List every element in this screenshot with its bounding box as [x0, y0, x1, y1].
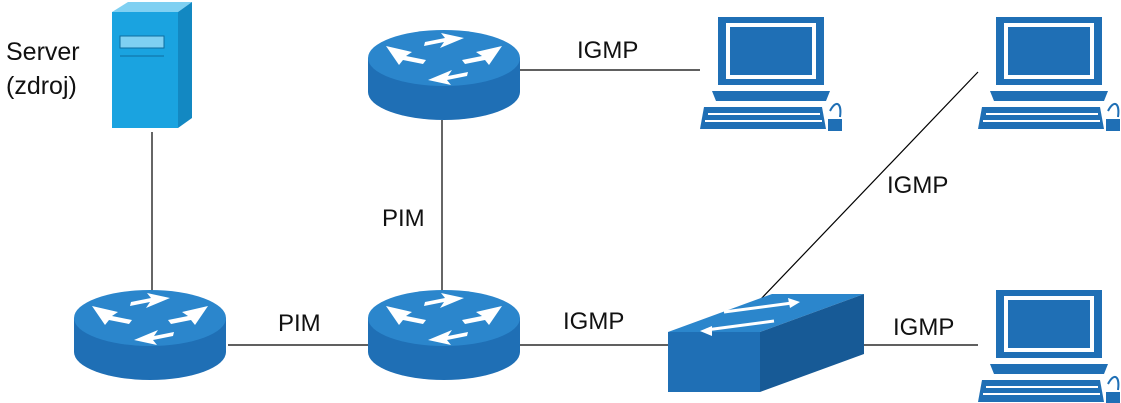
- left-router-icon: [74, 290, 226, 380]
- label-igmp-switch-pc-top: IGMP: [887, 172, 949, 199]
- computer-icon-bottom-right: [977, 289, 1121, 403]
- top-router-icon: [368, 30, 520, 120]
- center-router-icon: [368, 290, 520, 380]
- server-label-line1: Server: [6, 38, 80, 66]
- label-igmp-switch-pc-right: IGMP: [893, 314, 955, 341]
- label-pim-horizontal: PIM: [278, 310, 321, 337]
- server-icon: [112, 2, 192, 128]
- label-igmp-router-switch: IGMP: [563, 308, 625, 335]
- computer-icon-top-middle: [699, 16, 843, 132]
- computer-icon-top-right: [977, 16, 1121, 132]
- switch-icon: [668, 294, 864, 392]
- link-switch-pc-top: [759, 71, 979, 301]
- label-pim-vertical: PIM: [382, 205, 425, 232]
- server-label-line2: (zdroj): [6, 72, 77, 100]
- label-igmp-top-router-pc: IGMP: [577, 37, 639, 64]
